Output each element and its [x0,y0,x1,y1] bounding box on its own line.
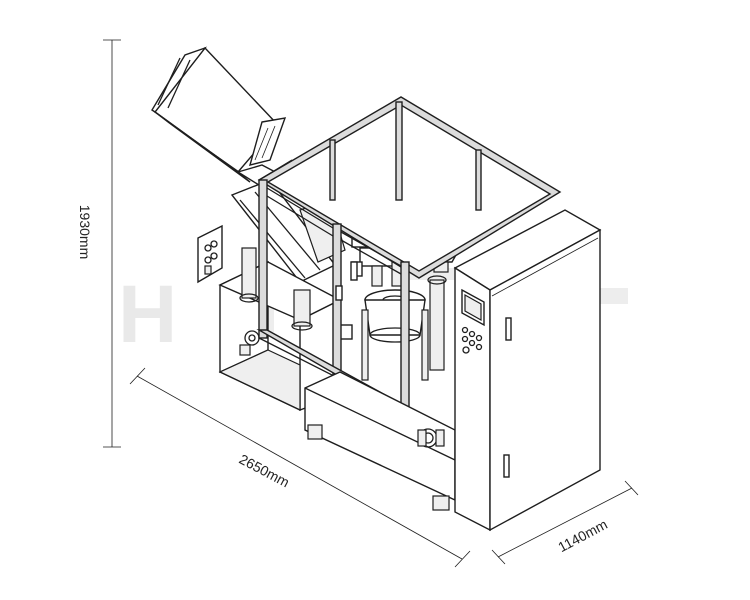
height-label: 1930mm [77,205,93,259]
tube-filling-machine [151,46,602,532]
tube-hopper [151,46,302,196]
side-control-box [197,224,223,284]
watermark-text: H [118,269,179,360]
height-dimension: 1930mm [77,39,121,448]
electrical-cabinet [453,209,602,532]
length-label: 2650mm [237,451,293,491]
front-base [304,371,456,511]
control-buttons [461,326,483,354]
width-label: 1140mm [555,516,610,555]
